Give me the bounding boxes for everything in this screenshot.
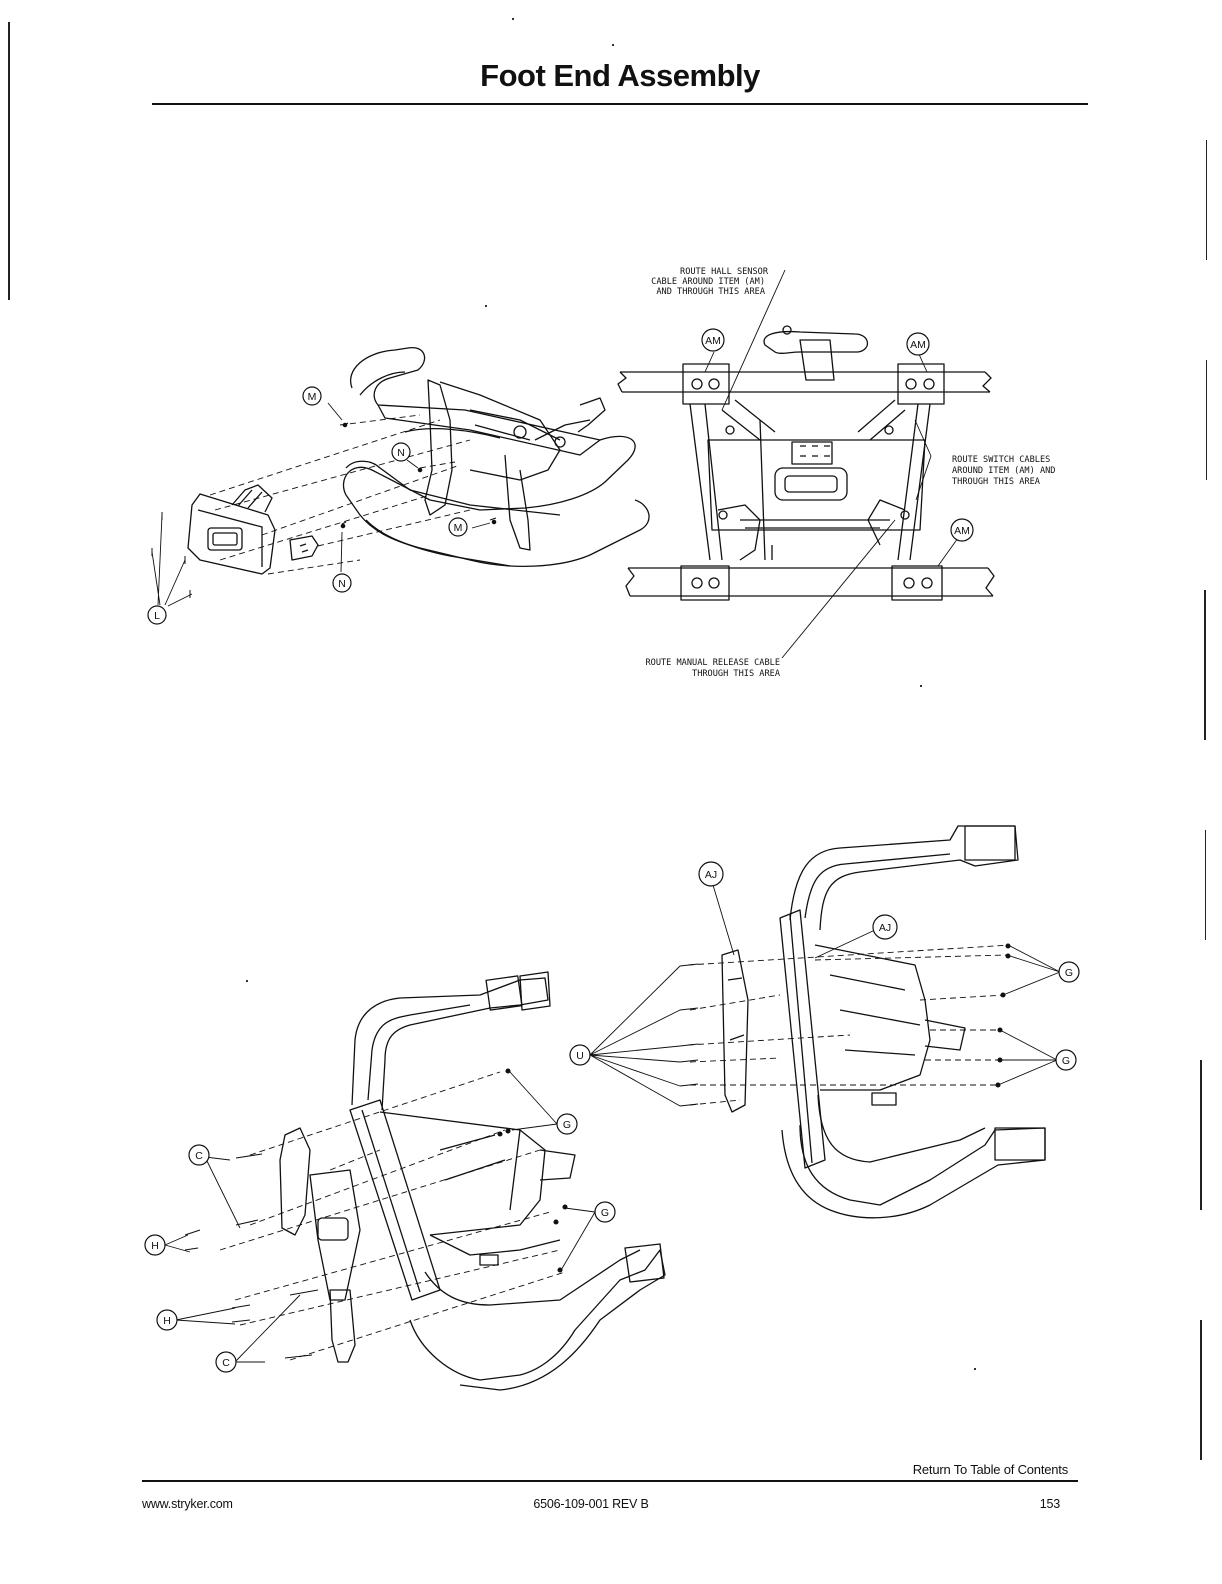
label-c-1: C (195, 1150, 203, 1162)
labels-bottom-right (570, 862, 1079, 1070)
footer-doc-number: 6506-109-001 REV B (0, 1497, 1202, 1511)
labels-top-right (702, 329, 973, 541)
label-am-3: AM (954, 525, 970, 537)
drawing-top-left (152, 348, 649, 606)
label-g-3: G (1065, 967, 1073, 979)
svg-text:AND THROUGH THIS AREA: AND THROUGH THIS AREA (656, 287, 765, 297)
svg-text:CABLE AROUND ITEM (AM): CABLE AROUND ITEM (AM) (651, 277, 765, 287)
drawing-top-right (618, 270, 994, 658)
footer-rule (142, 1480, 1078, 1482)
label-am-2: AM (910, 339, 926, 351)
svg-text:AROUND ITEM (AM) AND: AROUND ITEM (AM) AND (952, 466, 1055, 476)
label-h-2: H (163, 1315, 171, 1327)
drawing-bottom-right (590, 826, 1060, 1218)
label-n-2: N (338, 578, 346, 590)
return-to-toc-link[interactable]: Return To Table of Contents (913, 1462, 1068, 1477)
scan-speck (512, 18, 514, 20)
label-n-1: N (397, 447, 405, 459)
label-aj-1: AJ (705, 869, 717, 881)
callout-switch-cables: ROUTE SWITCH CABLES AROUND ITEM (AM) AND… (952, 455, 1055, 487)
label-g-2: G (601, 1207, 609, 1219)
scan-speck (246, 980, 248, 982)
svg-text:THROUGH THIS AREA: THROUGH THIS AREA (692, 669, 781, 679)
label-g-4: G (1062, 1055, 1070, 1067)
label-g-1: G (563, 1119, 571, 1131)
scan-speck (920, 685, 922, 687)
svg-text:ROUTE SWITCH CABLES: ROUTE SWITCH CABLES (952, 455, 1050, 465)
label-m-1: M (308, 391, 317, 403)
label-l-1: L (154, 610, 160, 622)
scan-speck (974, 1368, 976, 1370)
label-am-1: AM (705, 335, 721, 347)
scan-speck (612, 44, 614, 46)
callout-manual-release: ROUTE MANUAL RELEASE CABLE THROUGH THIS … (645, 658, 780, 679)
callout-hall-sensor: ROUTE HALL SENSOR CABLE AROUND ITEM (AM)… (651, 267, 769, 297)
page-number: 153 (1040, 1497, 1060, 1511)
label-u-1: U (576, 1050, 584, 1062)
label-aj-2: AJ (879, 922, 891, 934)
label-c-2: C (222, 1357, 230, 1369)
svg-text:THROUGH THIS AREA: THROUGH THIS AREA (952, 477, 1041, 487)
scan-speck (485, 305, 487, 307)
svg-text:ROUTE MANUAL RELEASE CABLE: ROUTE MANUAL RELEASE CABLE (645, 658, 780, 668)
drawing-bottom-left (165, 972, 665, 1390)
label-m-2: M (454, 522, 463, 534)
label-h-1: H (151, 1240, 159, 1252)
svg-text:ROUTE HALL SENSOR: ROUTE HALL SENSOR (680, 267, 769, 277)
